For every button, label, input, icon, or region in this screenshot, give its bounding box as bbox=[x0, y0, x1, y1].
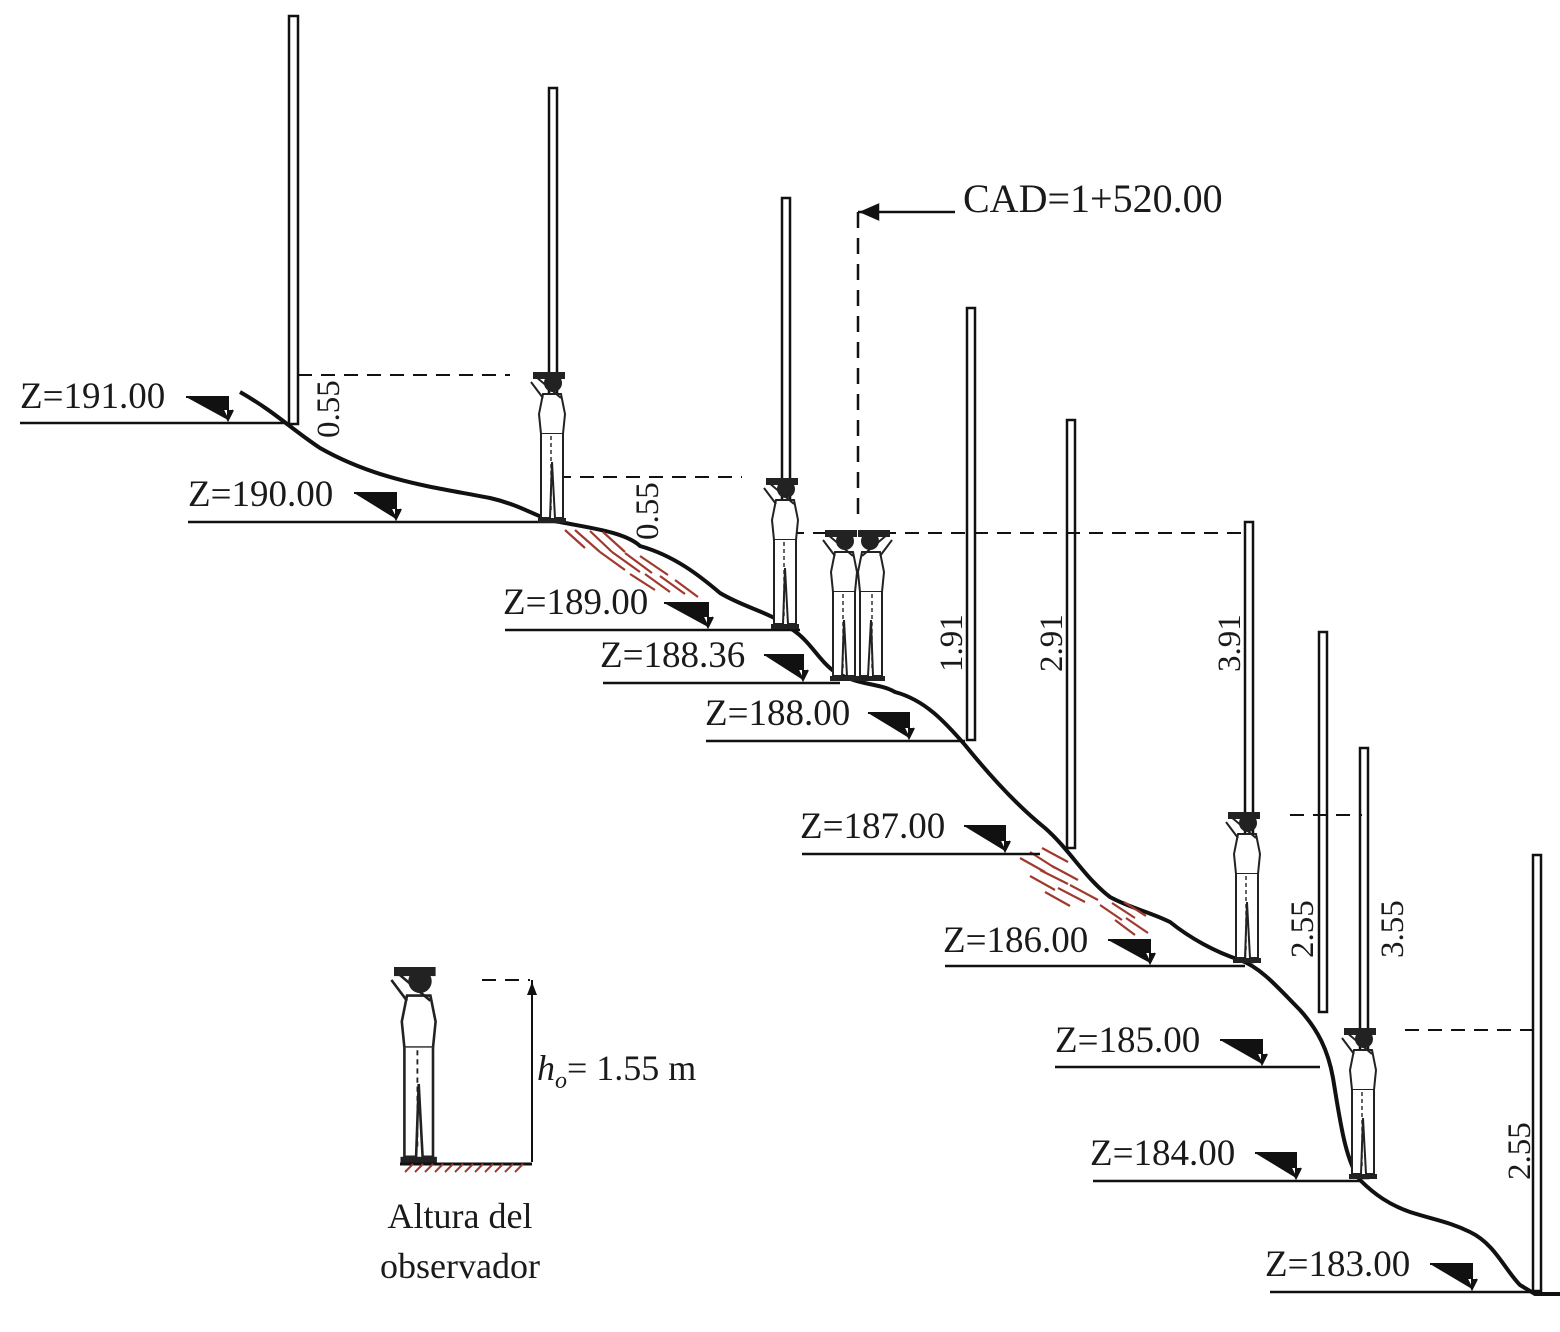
elevation-label: Z=191.00 bbox=[20, 376, 165, 417]
station-label: CAD=1+520.00 bbox=[963, 176, 1223, 221]
elevation-labels: Z=191.00 Z=190.00 Z=189.00 Z=188.36 Z=18… bbox=[20, 376, 1410, 1285]
elevation-label: Z=189.00 bbox=[503, 582, 648, 623]
observer-height-label: ho= 1.55 m bbox=[537, 1048, 696, 1094]
elevation-label: Z=186.00 bbox=[943, 920, 1088, 961]
dimension-label: 2.55 bbox=[1502, 1122, 1538, 1180]
elevation-reference-lines bbox=[20, 421, 1535, 1294]
leveling-rods bbox=[287, 14, 1543, 1293]
observer-height-value: = 1.55 m bbox=[567, 1048, 696, 1088]
elevation-leader-ticks bbox=[186, 396, 1478, 1292]
elevation-label: Z=183.00 bbox=[1265, 1244, 1410, 1285]
elevation-label: Z=185.00 bbox=[1055, 1020, 1200, 1061]
dimension-label: 0.55 bbox=[630, 482, 666, 540]
station-marker bbox=[856, 203, 955, 522]
dimension-label: 3.91 bbox=[1212, 614, 1248, 672]
elevation-label: Z=188.00 bbox=[705, 693, 850, 734]
dimension-labels: 0.55 0.55 1.91 2.91 3.91 2.55 3.55 2.55 bbox=[311, 380, 1538, 1180]
elevation-label: Z=188.36 bbox=[600, 635, 745, 676]
observer-caption-line1: Altura del bbox=[388, 1196, 533, 1236]
dimension-label: 1.91 bbox=[934, 614, 970, 672]
observer-legend bbox=[390, 965, 537, 1173]
dimension-label: 2.55 bbox=[1285, 900, 1321, 958]
dimension-label: 2.91 bbox=[1034, 614, 1070, 672]
elevation-label: Z=190.00 bbox=[188, 474, 333, 515]
elevation-label: Z=184.00 bbox=[1090, 1133, 1235, 1174]
dimension-label: 3.55 bbox=[1375, 900, 1411, 958]
elevation-label: Z=187.00 bbox=[800, 806, 945, 847]
soil-hatching bbox=[564, 529, 1149, 936]
dimension-label: 0.55 bbox=[311, 380, 347, 438]
observer-height-symbol: h bbox=[537, 1048, 555, 1088]
observer-caption-line2: observador bbox=[380, 1246, 540, 1286]
observer-height-subscript: o bbox=[555, 1068, 567, 1094]
